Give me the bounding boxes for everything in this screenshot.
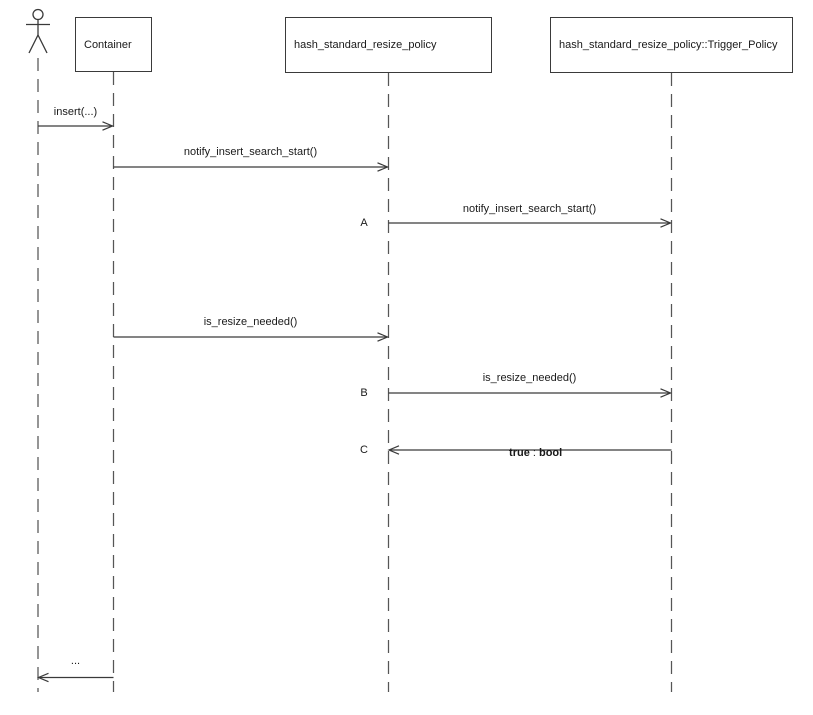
actor-leg-left (28, 34, 39, 54)
actor-leg-right (37, 34, 48, 54)
object-box-resize-policy: hash_standard_resize_policy (285, 17, 492, 73)
return-separator: : (529, 447, 539, 459)
message-label-is-resize-needed-2: is_resize_needed() (482, 372, 577, 384)
actor-figure (26, 8, 50, 54)
actor-head (32, 8, 44, 21)
message-label-is-resize-needed-1: is_resize_needed() (203, 316, 298, 328)
message-arrow-notify-insert-search-start-2 (388, 218, 673, 228)
return-value: true (509, 447, 530, 459)
message-label-return-true-bool: true : bool (388, 432, 671, 459)
message-label-insert: insert(...) (53, 106, 98, 118)
object-label-resize-policy: hash_standard_resize_policy (294, 39, 437, 51)
message-arrow-is-resize-needed-2 (388, 388, 673, 398)
return-type: bool (538, 447, 563, 459)
message-label-return-ellipsis: ... (70, 655, 81, 667)
message-arrow-return-true-bool (387, 445, 672, 455)
object-box-trigger-policy: hash_standard_resize_policy::Trigger_Pol… (550, 17, 793, 73)
message-marker-c: C (360, 444, 368, 456)
message-arrow-return-ellipsis (36, 672, 114, 683)
object-label-trigger-policy: hash_standard_resize_policy::Trigger_Pol… (559, 39, 778, 51)
message-arrow-is-resize-needed-1 (113, 332, 390, 342)
object-label-container: Container (84, 38, 132, 51)
message-arrow-notify-insert-search-start-1 (113, 162, 390, 172)
message-marker-b: B (360, 387, 368, 399)
message-label-notify-insert-search-start-2: notify_insert_search_start() (462, 203, 597, 215)
message-label-notify-insert-search-start-1: notify_insert_search_start() (183, 146, 318, 158)
message-arrow-insert (38, 121, 115, 131)
message-marker-a: A (360, 217, 368, 229)
object-box-container: Container (75, 17, 152, 72)
